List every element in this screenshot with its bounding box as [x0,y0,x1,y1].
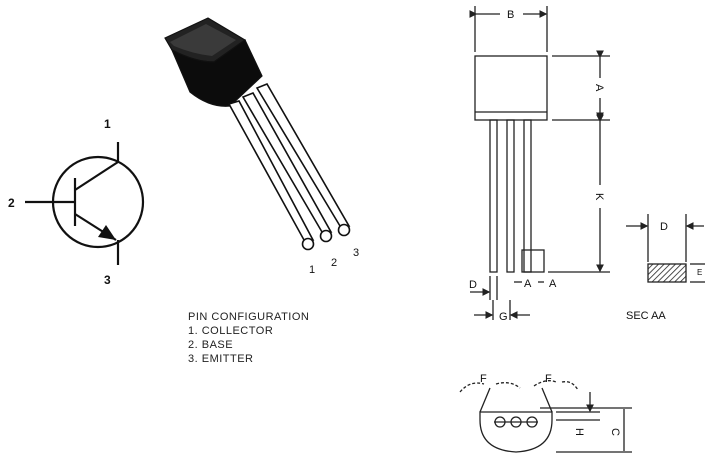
section-D-label: D [660,221,668,233]
pin-config-item-collector: 1. COLLECTOR [188,325,274,337]
lead-3-tip [337,223,351,237]
package-lead1-label: 1 [309,264,315,276]
dim-G-label: G [499,311,508,323]
dim-F2-label: F [545,373,552,385]
symbol-pin2-label: 2 [8,196,15,210]
lead-2-tip [319,229,333,243]
dim-A-label: A [593,84,605,92]
package-lead3-label: 3 [353,247,359,259]
symbol-pin3-label: 3 [104,273,111,287]
front-lead-3 [523,119,532,273]
dim-C-label: C [609,428,621,436]
symbol-pin1-label: 1 [104,117,111,131]
dim-K-label: K [593,193,605,201]
lead-3 [255,82,351,227]
dim-A2-label: A [549,278,557,290]
dim-A1-label: A [524,278,532,290]
package-highlight [170,24,236,56]
dim-F1-label: F [480,373,487,385]
pin-configuration: PIN CONFIGURATION 1. COLLECTOR 2. BASE 3… [188,310,309,366]
lead-2 [241,91,333,233]
dim-H-label: H [573,428,585,436]
npn-transistor-symbol [25,142,145,265]
package-body [170,39,263,107]
section-aa-drawing [626,214,705,283]
pin-config-item-base: 2. BASE [188,339,234,351]
lead-1 [227,100,315,241]
front-view-drawing [469,6,610,320]
pin-config-item-emitter: 3. EMITTER [188,353,254,365]
emitter-arrow [98,225,116,240]
front-lead-2 [506,119,515,273]
dim-D-label: D [469,279,477,291]
section-E-label: E [697,268,702,277]
front-lead-1 [489,119,498,273]
dim-B-label: B [507,9,514,21]
package-lead2-label: 2 [331,257,337,269]
to92-package-3d [164,17,351,251]
front-body [474,55,548,121]
lead-1-tip [301,237,315,251]
section-hatched-lead [647,263,687,283]
bottom-outline [479,411,553,453]
section-aa-label: SEC AA [626,310,666,322]
collector-line [74,161,119,191]
bottom-view-drawing [459,380,632,453]
pin-config-title: PIN CONFIGURATION [188,311,310,323]
